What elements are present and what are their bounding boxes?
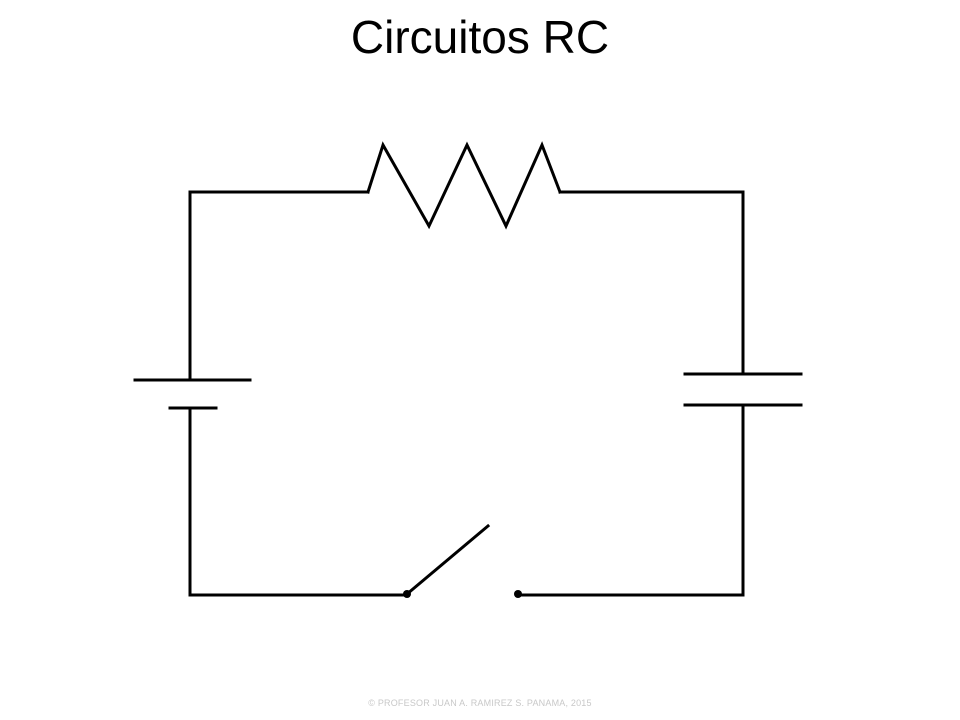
wire-top-left	[188, 190, 370, 292]
wire-top-right	[558, 190, 745, 376]
wire-left-lower	[188, 406, 409, 597]
capacitor-symbol	[683, 372, 803, 407]
battery-symbol	[133, 378, 252, 410]
slide-title: Circuitos RC	[350, 11, 610, 63]
switch-blade	[404, 523, 491, 597]
copyright-footer: © PROFESOR JUAN A. RAMIREZ S. PANAMA, 20…	[368, 698, 592, 708]
resistor-symbol	[366, 141, 562, 230]
switch-contact-right	[514, 590, 522, 598]
switch-symbol	[403, 523, 522, 598]
switch-contact-left	[403, 590, 411, 598]
wire-right-lower	[516, 403, 745, 597]
